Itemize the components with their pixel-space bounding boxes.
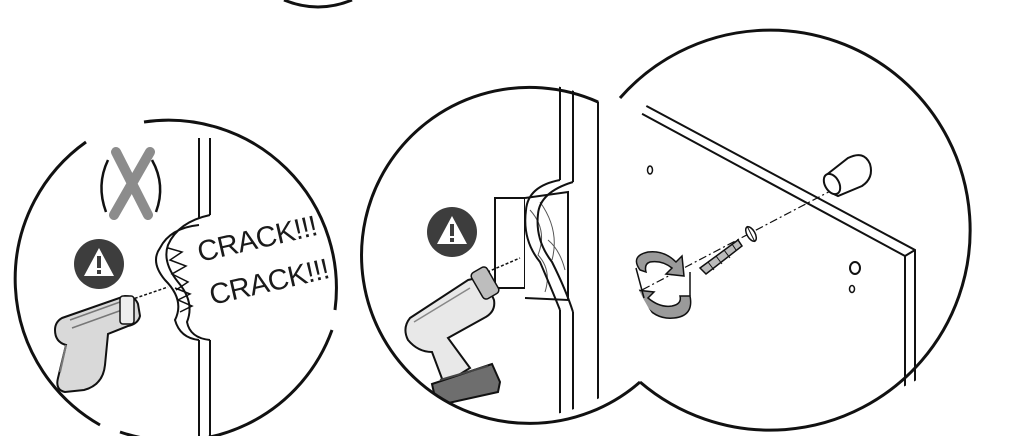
broken-board-edge	[156, 215, 210, 340]
panel-dowel-insertion	[598, 30, 970, 436]
support-block	[495, 180, 573, 312]
previous-step-circle-edge	[284, 0, 352, 7]
panel-wrong-method: CRACK!!! CRACK!!!	[15, 120, 336, 436]
pre-drilled-hole	[648, 166, 653, 174]
screw-icon	[700, 225, 758, 274]
x-mark-icon	[101, 152, 160, 215]
right-circle-outline	[620, 30, 970, 430]
drill-bit	[130, 287, 168, 300]
panel-correct-method	[362, 80, 640, 436]
rotate-arrows-icon	[636, 252, 691, 319]
pre-drilled-hole	[850, 262, 860, 274]
corded-drill-icon	[55, 296, 140, 392]
pre-drilled-hole	[850, 286, 855, 293]
warning-icon	[427, 207, 477, 257]
warning-icon	[74, 239, 124, 289]
dowel-icon	[820, 155, 871, 197]
alignment-line	[600, 186, 840, 312]
